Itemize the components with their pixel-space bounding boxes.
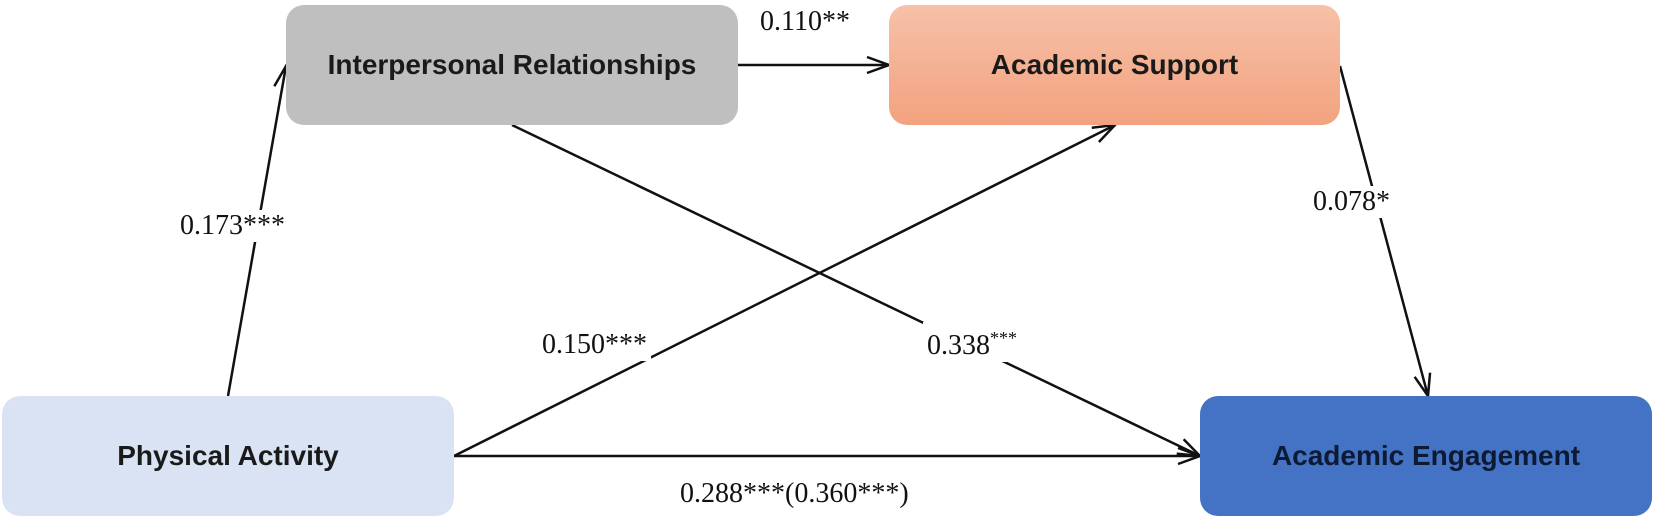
coef-pa-to-ir: 0.173*** [176,210,289,242]
node-physical-activity: Physical Activity [2,396,454,516]
node-label: Academic Engagement [1271,440,1581,471]
node-label: Interpersonal Relationships [327,49,697,80]
node-interpersonal-relationships: Interpersonal Relationships [286,5,738,125]
arrow-ir-to-ae [511,123,1200,456]
coef-ir-to-ae: 0.338*** [923,322,1021,362]
coef-value: 0.338 [927,330,990,361]
node-label: Physical Activity [117,440,339,471]
arrow-pa-to-as [453,125,1115,458]
coef-pa-to-as: 0.150*** [538,329,651,361]
node-label: Academic Support [990,49,1239,80]
node-academic-support: Academic Support [889,5,1340,125]
coef-significance: *** [990,328,1017,348]
coef-as-to-ae: 0.078* [1309,186,1394,218]
node-academic-engagement: Academic Engagement [1200,396,1652,516]
arrow-as-to-ae [1338,65,1428,396]
coef-pa-to-ae: 0.288***(0.360***) [680,478,909,509]
coef-ir-to-as: 0.110** [760,6,850,37]
